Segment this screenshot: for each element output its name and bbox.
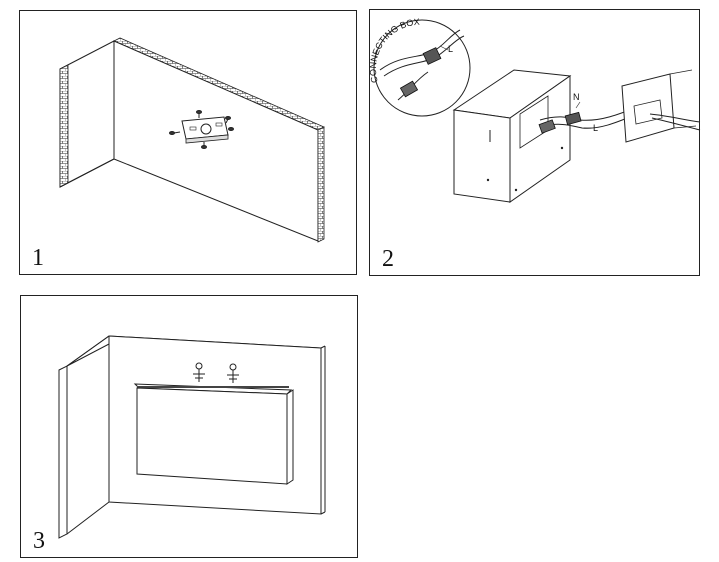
step-number: 1 xyxy=(32,245,44,271)
step-number: 3 xyxy=(33,528,45,554)
wall-bracket-illustration xyxy=(59,37,325,243)
step-1-panel: 1 xyxy=(19,10,357,275)
wire-label-l: L xyxy=(593,123,598,133)
luminaire-box xyxy=(452,69,572,203)
left-wall-brick-edge xyxy=(59,64,69,188)
mounted-box-illustration xyxy=(58,335,326,539)
callout-wire-label-l: L xyxy=(448,44,453,54)
wall-junction-box xyxy=(621,69,697,143)
bracket-screws xyxy=(169,110,234,149)
mounting-bracket xyxy=(181,116,229,144)
back-wall xyxy=(113,40,319,242)
step-3-panel: 3 xyxy=(20,295,358,558)
right-brick-edge xyxy=(317,126,325,243)
top-screws xyxy=(193,362,239,383)
terminal-connectors xyxy=(538,111,582,134)
wire-label-n: N xyxy=(573,92,580,102)
connecting-box-callout xyxy=(373,19,471,117)
mounted-luminaire-box xyxy=(133,383,294,485)
callout-connector xyxy=(399,47,442,98)
step-number: 2 xyxy=(382,246,394,272)
left-wall xyxy=(58,365,68,539)
wiring-illustration: CONNECTING BOX L N xyxy=(370,17,701,203)
step-2-panel: CONNECTING BOX L N xyxy=(369,9,701,276)
